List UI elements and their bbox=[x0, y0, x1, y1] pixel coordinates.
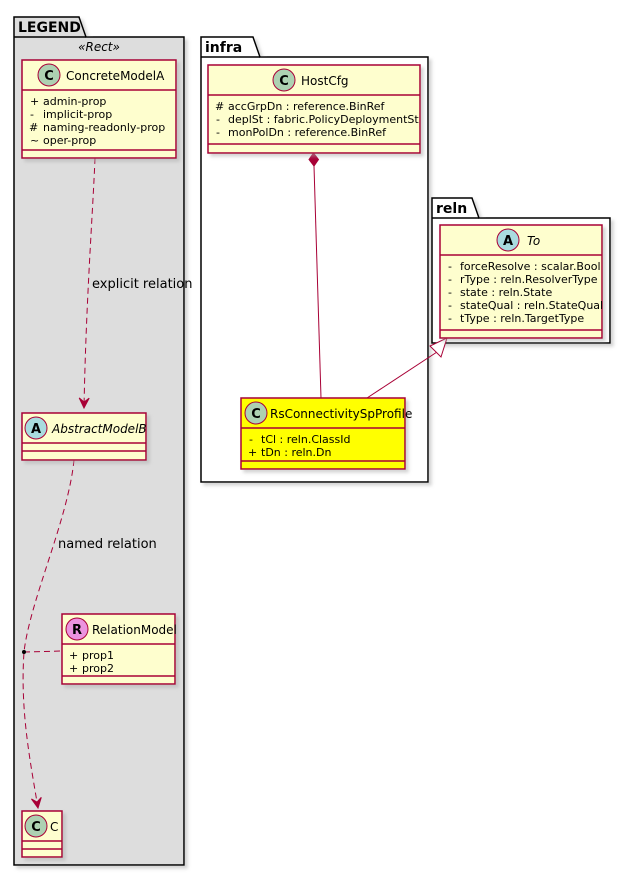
attr-text: tCl : reln.ClassId bbox=[261, 433, 351, 446]
composition-diamond bbox=[308, 152, 320, 167]
relation-model-link bbox=[23, 650, 63, 653]
svg-text:C: C bbox=[279, 74, 289, 89]
rs-connectivity-name: RsConnectivitySpProfile bbox=[270, 407, 412, 421]
legend-package-title: LEGEND bbox=[18, 20, 81, 36]
attr-text: forceResolve : scalar.Bool bbox=[460, 260, 601, 273]
c-name: C bbox=[50, 820, 58, 834]
attr-visibility-public: + bbox=[69, 649, 78, 662]
named-relation-label: named relation bbox=[58, 537, 157, 552]
edge-composition bbox=[308, 152, 322, 399]
rs-connectivity-attributes: - tCl : reln.ClassId + tDn : reln.Dn bbox=[248, 433, 351, 459]
attr-visibility-private: - bbox=[448, 273, 452, 286]
attr-visibility-private: - bbox=[216, 113, 220, 126]
attr-visibility-public: + bbox=[69, 662, 78, 675]
concrete-model-a-name: ConcreteModelA bbox=[66, 69, 165, 83]
to-name: To bbox=[527, 234, 540, 248]
relation-model-name: RelationModel bbox=[92, 623, 177, 637]
concrete-model-a-attributes: + admin-prop - implicit-prop # naming-re… bbox=[29, 95, 165, 147]
svg-text:R: R bbox=[72, 623, 82, 638]
svg-text:A: A bbox=[503, 234, 513, 249]
inheritance-triangle bbox=[429, 337, 448, 358]
attr-text: tType : reln.TargetType bbox=[460, 312, 584, 325]
relation-model-attributes: + prop1 + prop2 bbox=[69, 649, 114, 675]
attr-visibility-private: - bbox=[30, 108, 34, 121]
reln-package-title: reln bbox=[436, 201, 467, 217]
host-cfg-badge: C bbox=[272, 68, 296, 92]
relation-model-badge: R bbox=[65, 617, 89, 641]
host-cfg-attributes: # accGrpDn : reference.BinRef - deplSt :… bbox=[215, 100, 419, 139]
rs-connectivity-badge: C bbox=[244, 401, 268, 425]
host-cfg-name: HostCfg bbox=[301, 74, 349, 88]
attr-visibility-private: - bbox=[249, 433, 253, 446]
attr-text: stateQual : reln.StateQual bbox=[460, 299, 603, 312]
class-host-cfg[interactable] bbox=[207, 64, 421, 154]
class-rs-connectivity-sp-profile[interactable] bbox=[240, 397, 406, 470]
attr-text: naming-readonly-prop bbox=[43, 121, 165, 134]
attr-visibility-public: + bbox=[30, 95, 39, 108]
attr-visibility-private: - bbox=[448, 312, 452, 325]
svg-text:C: C bbox=[44, 69, 54, 84]
attr-text: monPolDn : reference.BinRef bbox=[228, 126, 387, 139]
attr-text: prop2 bbox=[82, 662, 114, 675]
attr-visibility-protected: # bbox=[215, 100, 224, 113]
c-badge: C bbox=[24, 814, 48, 838]
relation-junction-dot bbox=[22, 650, 26, 654]
to-attributes: - forceResolve : scalar.Bool - rType : r… bbox=[448, 260, 603, 325]
attr-text: admin-prop bbox=[43, 95, 106, 108]
attr-visibility-private: - bbox=[448, 286, 452, 299]
attr-text: prop1 bbox=[82, 649, 114, 662]
attr-text: tDn : reln.Dn bbox=[261, 446, 331, 459]
attr-visibility-private: - bbox=[448, 260, 452, 273]
attr-text: deplSt : fabric.PolicyDeploymentSt bbox=[228, 113, 419, 126]
attr-visibility-protected: # bbox=[29, 121, 38, 134]
abstract-model-b-name: AbstractModelB bbox=[51, 422, 147, 436]
explicit-relation-label: explicit relation bbox=[92, 277, 192, 292]
to-badge: A bbox=[496, 228, 520, 252]
abstract-model-b-badge: A bbox=[24, 416, 48, 440]
attr-text: accGrpDn : reference.BinRef bbox=[228, 100, 386, 113]
edge-explicit-relation: explicit relation bbox=[84, 157, 192, 408]
class-to[interactable] bbox=[439, 224, 603, 339]
attr-text: oper-prop bbox=[43, 134, 96, 147]
edge-named-relation: named relation bbox=[22, 459, 157, 808]
legend-stereotype: «Rect» bbox=[78, 40, 120, 54]
attr-visibility-private: - bbox=[216, 126, 220, 139]
concrete-model-a-badge: C bbox=[37, 63, 61, 87]
attr-visibility-package: ~ bbox=[30, 134, 39, 147]
svg-text:C: C bbox=[251, 407, 261, 422]
edge-inheritance bbox=[366, 337, 448, 399]
attr-text: implicit-prop bbox=[43, 108, 112, 121]
attr-visibility-private: - bbox=[448, 299, 452, 312]
svg-text:C: C bbox=[31, 820, 41, 835]
svg-text:A: A bbox=[31, 422, 41, 437]
attr-visibility-public: + bbox=[248, 446, 257, 459]
attr-text: rType : reln.ResolverType bbox=[460, 273, 598, 286]
infra-package-title: infra bbox=[205, 40, 242, 56]
attr-text: state : reln.State bbox=[460, 286, 552, 299]
